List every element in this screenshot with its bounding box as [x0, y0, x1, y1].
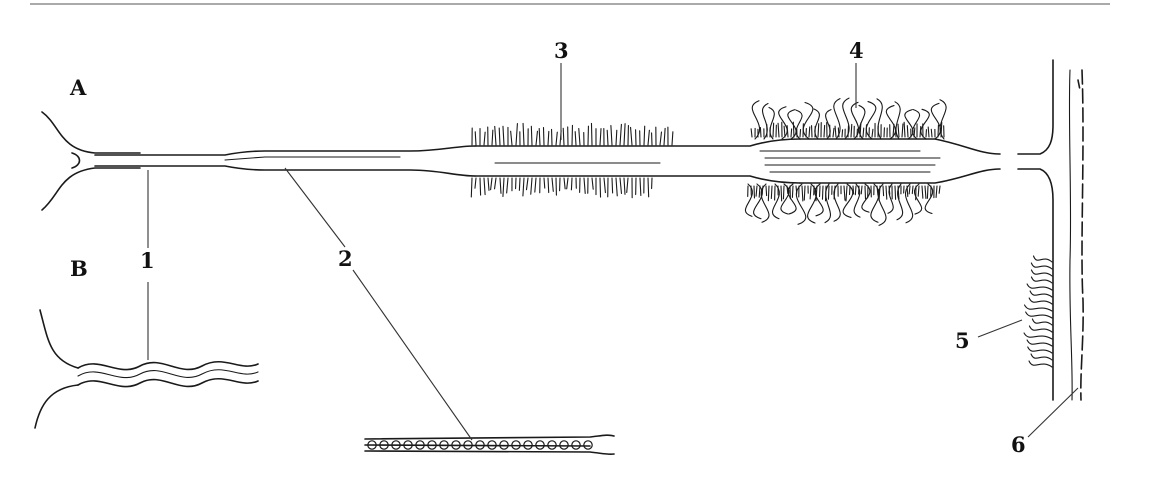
marker-1: 1 — [140, 250, 155, 271]
cilia-region-3 — [471, 123, 673, 197]
panel-label-a: A — [70, 77, 86, 98]
marker-3: 3 — [554, 40, 569, 61]
marker-2: 2 — [338, 248, 353, 269]
beaded-tube-detail — [365, 435, 614, 454]
cilia-region-4 — [745, 98, 946, 225]
leader-lines — [148, 63, 1078, 440]
cell-wall-junction — [1018, 60, 1083, 400]
marker-6: 6 — [1011, 434, 1026, 455]
marker-4: 4 — [849, 40, 864, 61]
panel-label-b: B — [70, 258, 88, 279]
marker-5: 5 — [955, 330, 970, 351]
panel-a-channel — [42, 112, 1000, 210]
panel-b-wavy-tube — [35, 310, 258, 428]
cilia-region-5 — [1024, 256, 1052, 367]
